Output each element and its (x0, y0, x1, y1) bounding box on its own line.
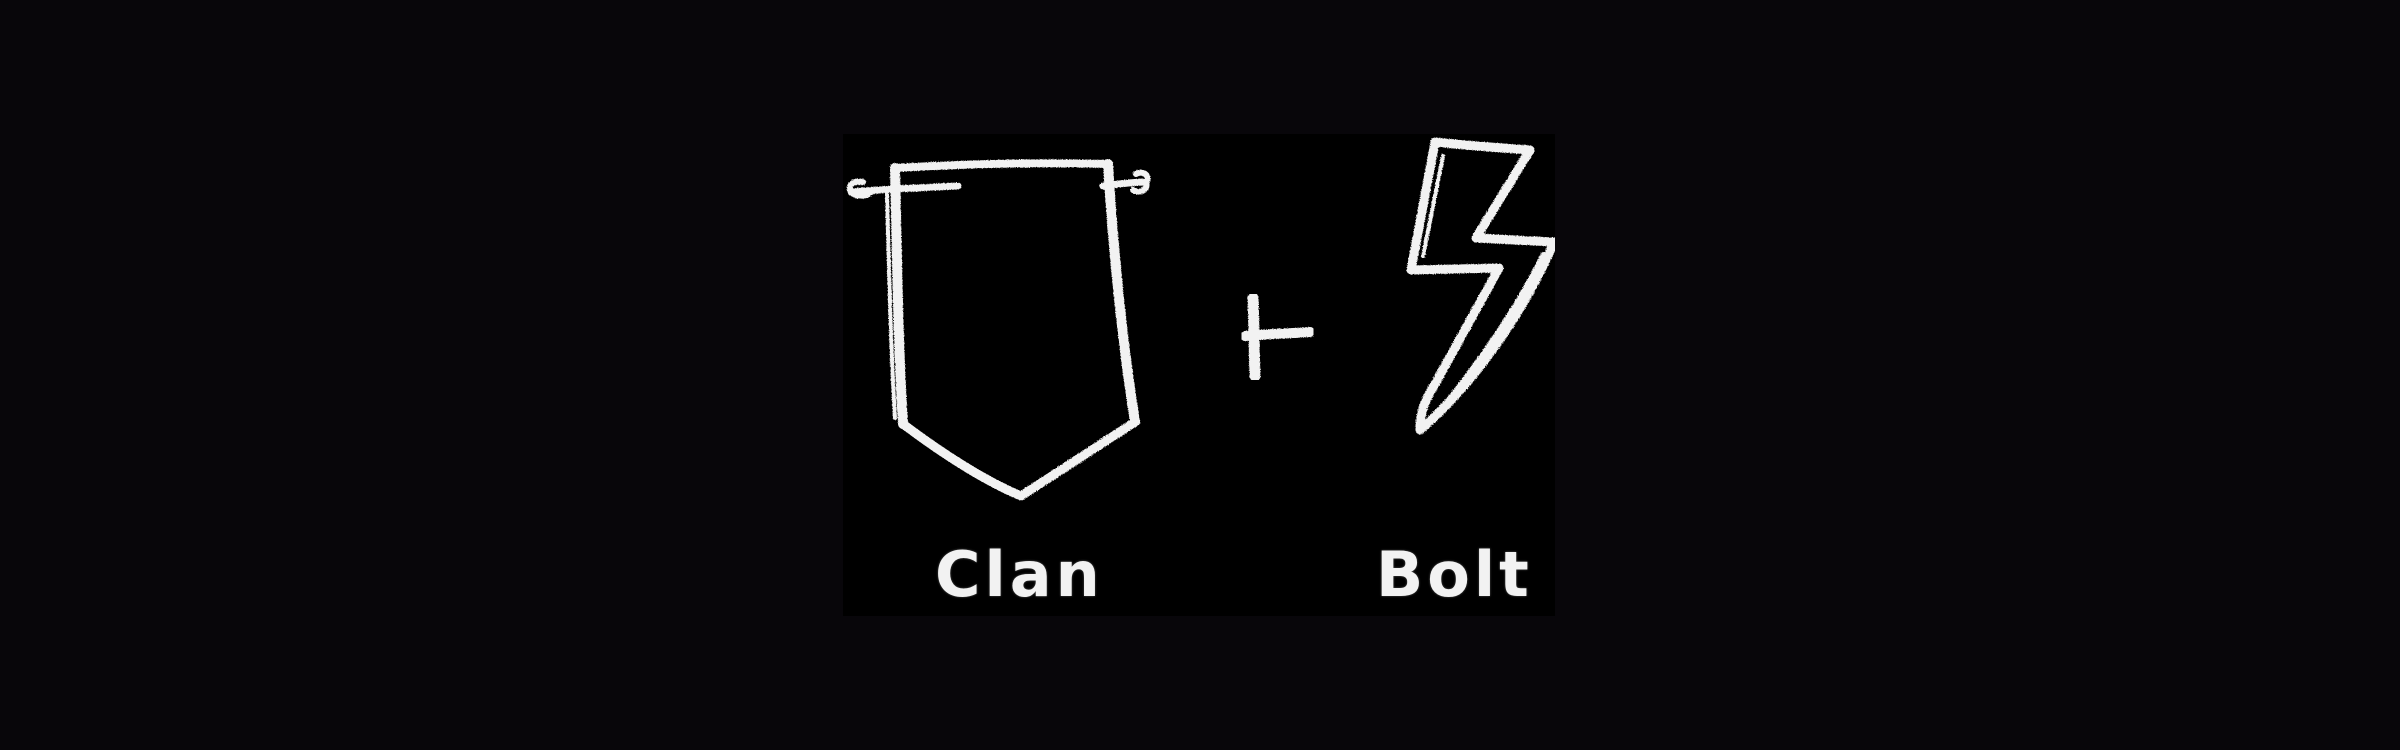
plus-icon (1240, 292, 1315, 382)
bolt-label: Bolt (1376, 538, 1533, 611)
illustration-drawing (846, 137, 1555, 501)
illustration-panel: Clan Bolt (843, 134, 1555, 616)
pennant-banner-icon (846, 159, 1151, 501)
clan-label: Clan (935, 538, 1104, 611)
lightning-bolt-icon (1406, 137, 1555, 435)
